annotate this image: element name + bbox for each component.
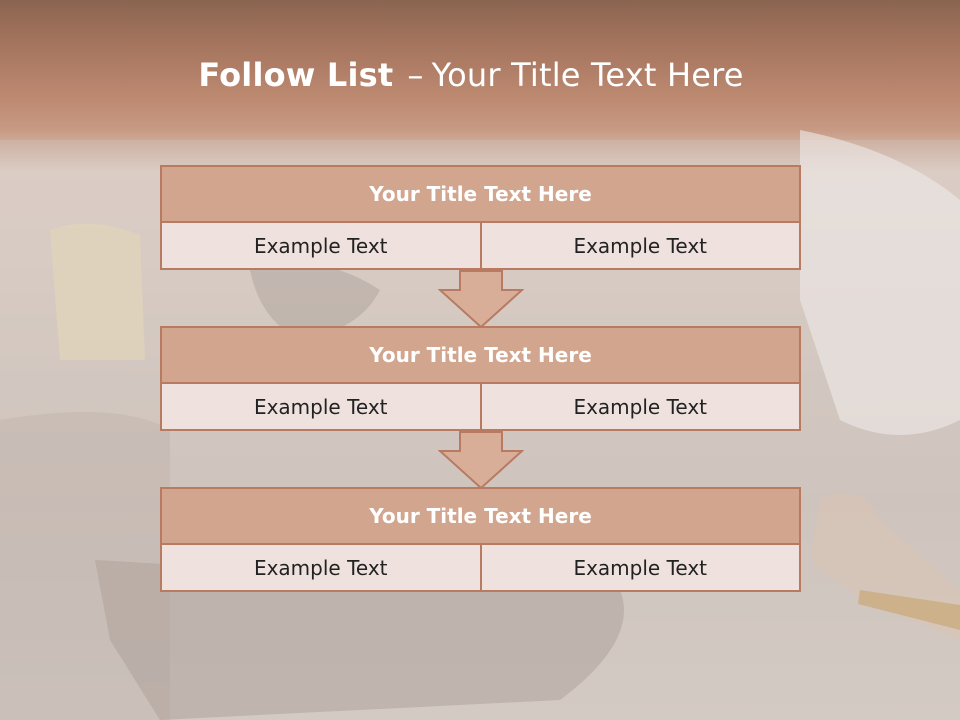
title-bold: Follow List <box>198 56 394 94</box>
title-rest: Your Title Text Here <box>431 56 744 94</box>
title-dash: – <box>407 56 424 94</box>
block-cell-left: Example Text <box>160 221 482 270</box>
list-block-2: Your Title Text Here Example Text Exampl… <box>160 326 801 431</box>
down-arrow-icon <box>438 431 524 489</box>
slide-title: Follow List–Your Title Text Here <box>0 56 942 94</box>
block-title: Your Title Text Here <box>160 326 801 384</box>
block-title: Your Title Text Here <box>160 487 801 545</box>
block-cell-right: Example Text <box>479 543 801 592</box>
block-cell-right: Example Text <box>479 221 801 270</box>
block-cell-left: Example Text <box>160 543 482 592</box>
block-cell-left: Example Text <box>160 382 482 431</box>
block-title: Your Title Text Here <box>160 165 801 223</box>
block-cell-right: Example Text <box>479 382 801 431</box>
block-row: Example Text Example Text <box>160 221 801 270</box>
list-block-1: Your Title Text Here Example Text Exampl… <box>160 165 801 270</box>
block-row: Example Text Example Text <box>160 543 801 592</box>
list-block-3: Your Title Text Here Example Text Exampl… <box>160 487 801 592</box>
down-arrow-icon <box>438 270 524 328</box>
block-row: Example Text Example Text <box>160 382 801 431</box>
